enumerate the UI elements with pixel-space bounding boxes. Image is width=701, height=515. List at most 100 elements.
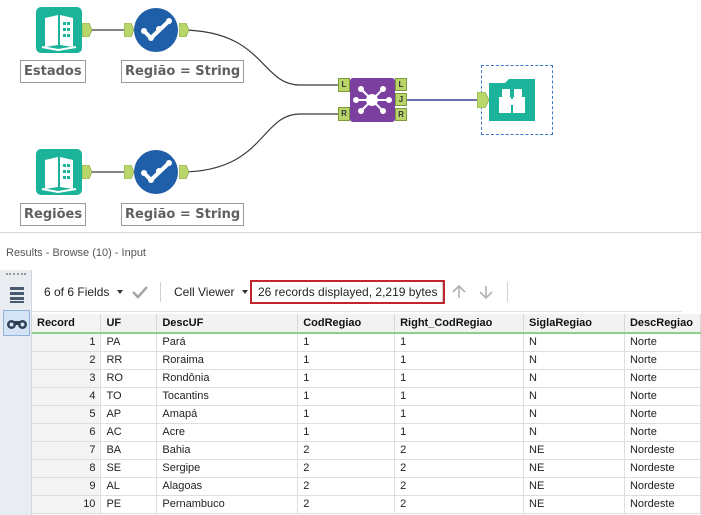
record-number-cell[interactable]: 1 [32,333,102,352]
table-cell[interactable]: Alagoas [156,477,299,496]
apply-fields-button[interactable] [132,272,148,312]
output-anchor[interactable] [82,165,92,179]
table-cell[interactable]: NE [523,495,625,514]
table-cell[interactable]: 1 [297,423,396,442]
results-data-grid[interactable]: Record UF DescUF CodRegiao Right_CodRegi… [32,314,701,515]
record-number-cell[interactable]: 6 [32,423,102,442]
viewer-selector-dropdown[interactable]: Cell Viewer [174,272,249,312]
join-tool[interactable] [350,78,395,122]
configuration-view-button[interactable] [3,282,30,308]
table-cell[interactable]: N [523,423,625,442]
table-cell[interactable]: Pará [156,333,299,352]
table-cell[interactable]: AL [100,477,158,496]
table-cell[interactable]: Acre [156,423,299,442]
table-cell[interactable]: RR [100,351,158,370]
record-number-cell[interactable]: 2 [32,351,102,370]
output-anchor[interactable] [179,165,189,179]
select-tool-2[interactable] [133,149,179,195]
table-cell[interactable]: 2 [394,477,525,496]
table-cell[interactable]: 1 [394,351,525,370]
table-cell[interactable]: 1 [394,387,525,406]
column-header-siglaregiao[interactable]: SiglaRegiao [523,314,625,334]
table-cell[interactable]: N [523,351,625,370]
table-cell[interactable]: 1 [297,369,396,388]
table-cell[interactable]: 2 [297,459,396,478]
table-cell[interactable]: RO [100,369,158,388]
table-cell[interactable]: Amapá [156,405,299,424]
table-cell[interactable]: N [523,387,625,406]
table-cell[interactable]: 2 [394,441,525,460]
fields-selector-dropdown[interactable]: 6 of 6 Fields [44,272,124,312]
results-view-button[interactable] [3,310,30,336]
column-header-record[interactable]: Record [32,314,102,334]
column-header-descuf[interactable]: DescUF [156,314,299,334]
record-number-cell[interactable]: 10 [32,495,102,514]
table-cell[interactable]: NE [523,477,625,496]
table-cell[interactable]: Norte [624,423,701,442]
join-anchor-left-output[interactable]: L [395,78,407,91]
table-cell[interactable]: Sergipe [156,459,299,478]
select-tool-1[interactable] [133,7,179,53]
table-cell[interactable]: Nordeste [624,477,701,496]
table-cell[interactable]: AC [100,423,158,442]
join-anchor-left-input[interactable]: L [338,78,350,92]
table-cell[interactable]: Nordeste [624,441,701,460]
table-cell[interactable]: PE [100,495,158,514]
table-cell[interactable]: Rondônia [156,369,299,388]
table-cell[interactable]: N [523,333,625,352]
table-cell[interactable]: 1 [394,423,525,442]
input-anchor[interactable] [477,92,489,108]
table-cell[interactable]: NE [523,459,625,478]
table-cell[interactable]: 1 [394,333,525,352]
table-cell[interactable]: Tocantins [156,387,299,406]
table-cell[interactable]: 2 [297,495,396,514]
column-header-uf[interactable]: UF [100,314,158,334]
table-cell[interactable]: 1 [297,405,396,424]
table-cell[interactable]: 1 [394,405,525,424]
join-anchor-join-output[interactable]: J [395,93,407,106]
table-cell[interactable]: Pernambuco [156,495,299,514]
table-cell[interactable]: NE [523,441,625,460]
table-cell[interactable]: Norte [624,351,701,370]
table-cell[interactable]: BA [100,441,158,460]
table-cell[interactable]: 2 [297,477,396,496]
table-cell[interactable]: Norte [624,369,701,388]
workflow-canvas[interactable]: Estados Região = String Regiões [0,0,701,232]
browse-tool[interactable] [489,77,535,123]
input-tool-estados[interactable] [36,7,82,53]
table-cell[interactable]: Bahia [156,441,299,460]
table-cell[interactable]: 1 [297,333,396,352]
table-cell[interactable]: N [523,369,625,388]
table-cell[interactable]: Norte [624,405,701,424]
table-cell[interactable]: 2 [394,459,525,478]
record-number-cell[interactable]: 3 [32,369,102,388]
record-number-cell[interactable]: 5 [32,405,102,424]
table-cell[interactable]: Nordeste [624,459,701,478]
table-cell[interactable]: 1 [394,369,525,388]
table-cell[interactable]: AP [100,405,158,424]
table-cell[interactable]: 2 [394,495,525,514]
table-cell[interactable]: SE [100,459,158,478]
record-number-cell[interactable]: 8 [32,459,102,478]
input-anchor[interactable] [124,165,134,179]
input-anchor[interactable] [124,23,134,37]
table-cell[interactable]: 1 [297,387,396,406]
table-cell[interactable]: Nordeste [624,495,701,514]
record-number-cell[interactable]: 4 [32,387,102,406]
table-cell[interactable]: TO [100,387,158,406]
record-number-cell[interactable]: 9 [32,477,102,496]
scroll-down-button[interactable] [478,272,494,312]
output-anchor[interactable] [179,23,189,37]
table-cell[interactable]: 2 [297,441,396,460]
scroll-up-button[interactable] [451,272,467,312]
input-tool-regioes[interactable] [36,149,82,195]
column-header-right-codregiao[interactable]: Right_CodRegiao [394,314,525,334]
output-anchor[interactable] [82,23,92,37]
